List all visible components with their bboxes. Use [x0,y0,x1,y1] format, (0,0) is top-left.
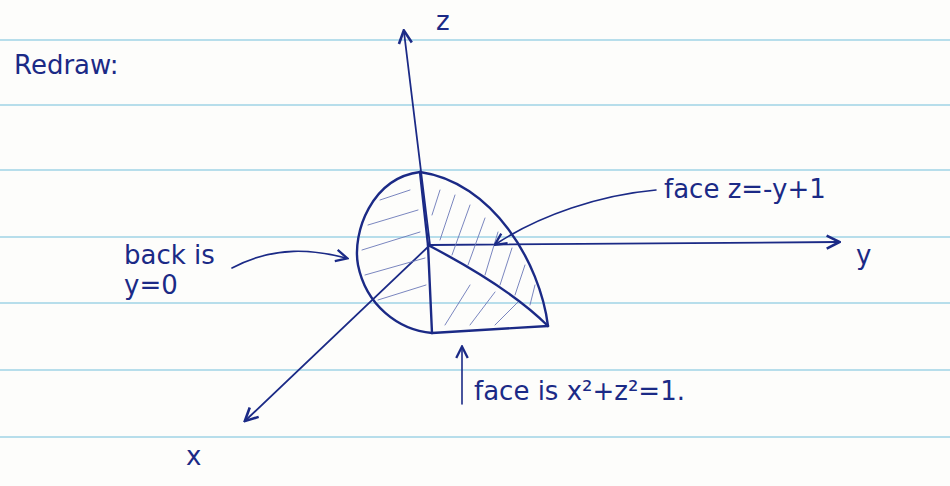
x-axis [246,245,430,420]
hatching [362,190,535,325]
axis-label: z [436,6,450,36]
back-note: back is y=0 [124,240,236,300]
face-note: face z=-y+1 [664,174,826,204]
ruled-lines [0,40,950,437]
y-axis [430,242,838,245]
leader-arrow [496,190,656,244]
axis-label: x [186,441,201,471]
leader-arrow [461,348,463,404]
leader-arrow [232,251,346,268]
page-heading: Redraw: [14,50,119,80]
face-note: face is x²+z²=1. [474,376,685,406]
solid-outline [357,172,548,333]
axis-label: y [856,240,871,270]
